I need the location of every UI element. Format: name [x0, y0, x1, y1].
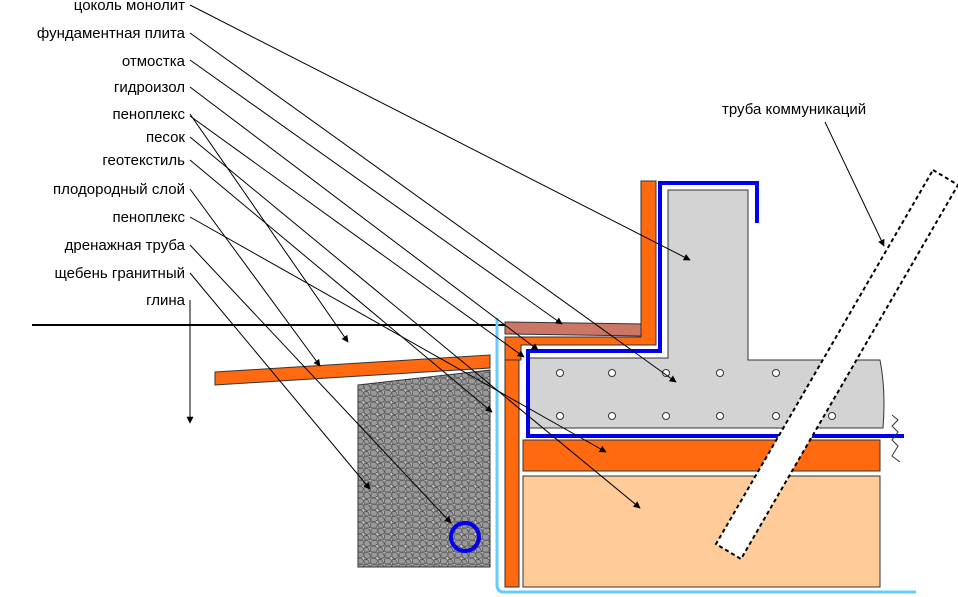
label-sand: песок	[146, 129, 185, 146]
label-gravel: щебень гранитный	[54, 265, 185, 282]
leader-penoplex-2	[189, 216, 607, 453]
leader-drain-pipe	[189, 244, 452, 524]
leader-lines	[186, 4, 885, 524]
gravel-fill	[357, 369, 491, 568]
leader-sand	[189, 136, 641, 509]
sand-layer	[522, 475, 881, 588]
label-clay: глина	[146, 292, 186, 309]
leader-waterproof	[189, 86, 539, 351]
label-slab: фундаментная плита	[37, 25, 186, 42]
label-waterproof: гидроизол	[114, 79, 185, 96]
leader-geotextile	[189, 159, 493, 413]
label-penoplex-2: пеноплекс	[112, 209, 185, 226]
label-plinth: цоколь монолит	[74, 0, 185, 14]
side-penoplex-layer	[504, 339, 520, 588]
label-geotextile: геотекстиль	[102, 152, 185, 169]
label-topsoil: плодородный слой	[53, 181, 185, 198]
leader-topsoil	[189, 188, 321, 367]
apron	[504, 321, 644, 337]
drain-pipe-circle	[449, 521, 481, 553]
slab-penoplex-layer	[522, 439, 881, 472]
leader-apron	[189, 59, 563, 325]
leader-slab	[189, 32, 677, 383]
label-drain-pipe: дренажная труба	[65, 237, 186, 254]
plinth-penoplex-layer	[504, 180, 657, 361]
label-penoplex-1: пеноплекс	[112, 106, 185, 123]
leader-penoplex-1-b	[189, 115, 525, 358]
utility-pipe	[714, 168, 958, 561]
leader-gravel	[189, 272, 371, 490]
label-apron: отмостка	[122, 53, 186, 70]
waterproofing-layer	[526, 181, 904, 438]
leader-plinth	[189, 4, 691, 261]
leader-utility-pipe	[824, 121, 885, 247]
label-utility-pipe: труба коммуникаций	[722, 101, 866, 118]
topsoil-penoplex-board	[214, 354, 491, 386]
geotextile-wrap	[495, 318, 916, 594]
section-break-line	[891, 414, 901, 463]
leader-penoplex-1-a	[189, 113, 349, 343]
